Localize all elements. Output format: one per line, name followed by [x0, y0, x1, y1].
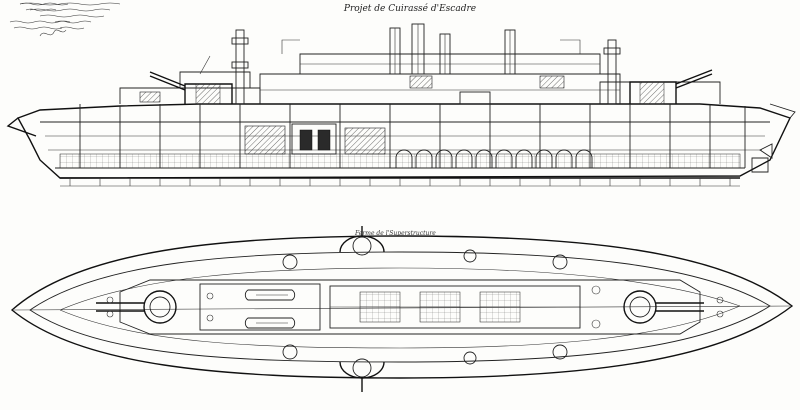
- signature-block: [9, 2, 71, 37]
- forward-turret: [149, 71, 233, 105]
- drawing-title: Projet de Cuirassé d'Escadre: [343, 4, 477, 14]
- boat-davits: [199, 39, 581, 75]
- hull-profile: [6, 103, 796, 187]
- masts: [231, 29, 621, 105]
- funnels: [389, 23, 516, 75]
- double-bottom: [59, 153, 741, 169]
- aft-turret: [629, 69, 713, 105]
- engine-room: [244, 123, 386, 155]
- plan-label: Ferme de l'Superstructure: [355, 230, 436, 237]
- stern-gear: [751, 143, 773, 173]
- bulkheads: [79, 104, 746, 168]
- title-subtext-scribble: [19, 2, 121, 30]
- boilers: [395, 149, 593, 168]
- frame-ticks: [60, 178, 740, 187]
